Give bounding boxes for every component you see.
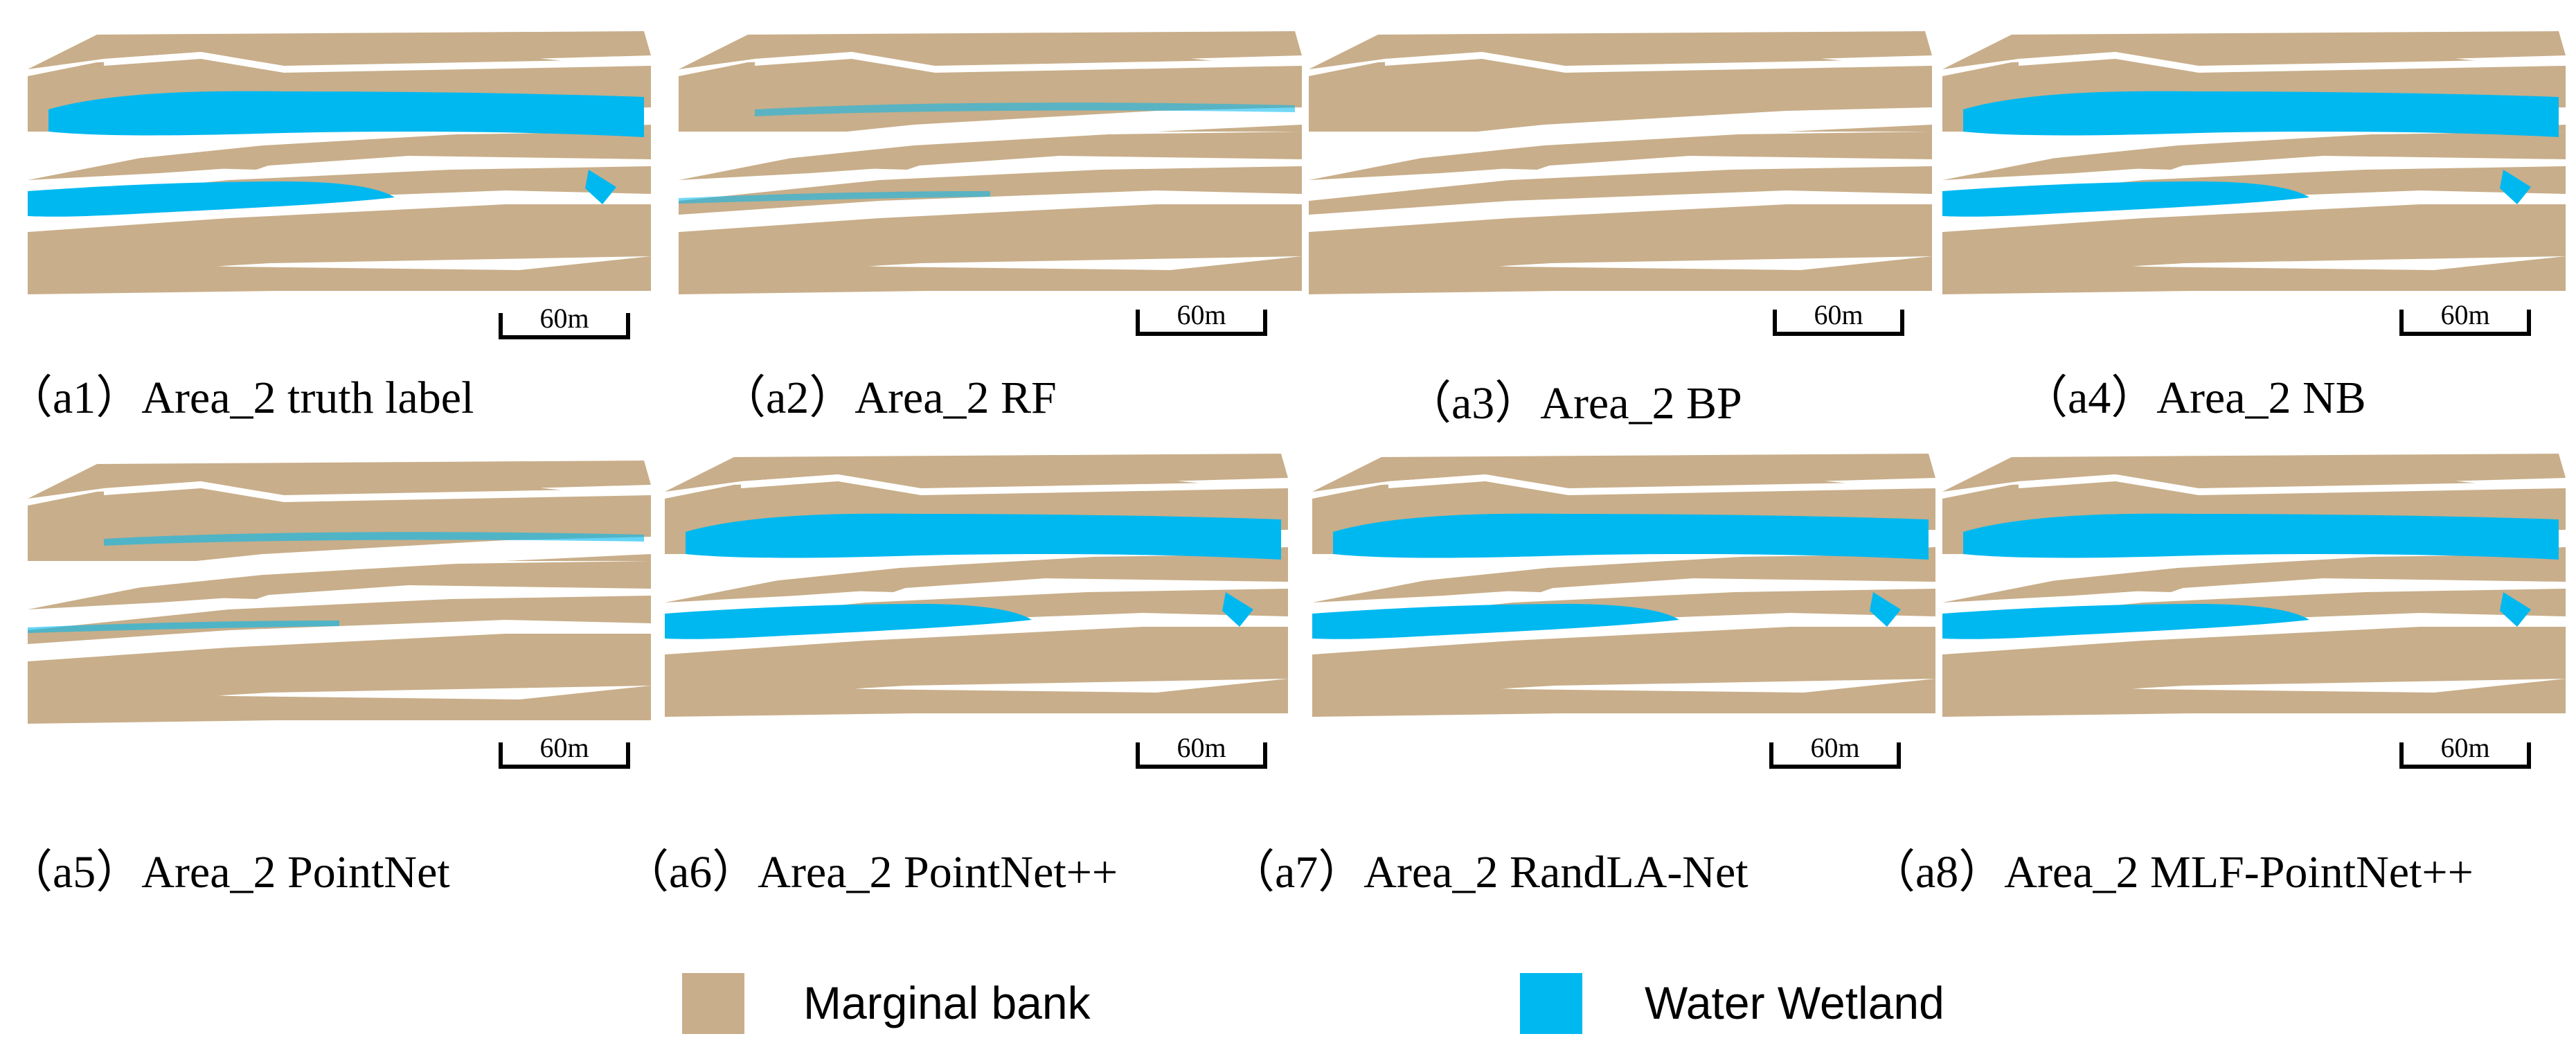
panel-a1: 60m [21,28,658,339]
map-a4 [1942,31,2566,294]
map-a2 [679,31,1302,294]
scale-label: 60m [539,732,589,763]
caption-a3: （a3）Area_2 BP [1406,378,1742,429]
caption-a5: （a5）Area_2 PointNet [7,847,450,898]
panel-a2: 60m [672,28,1309,336]
caption-a1: （a1）Area_2 truth label [7,373,474,423]
caption-a6: （a6）Area_2 PointNet++ [623,847,1118,898]
caption-a4: （a4）Area_2 NB [2022,373,2366,423]
panel-a7: 60m [1305,450,1942,769]
scale-bar: 60m [1769,734,1901,769]
scale-label: 60m [1177,299,1226,330]
map-a5 [28,461,651,724]
panel-a8: 60m [1935,450,2573,769]
scale-bar: 60m [2399,734,2531,769]
caption-a7: （a7）Area_2 RandLA-Net [1229,847,1748,898]
scale-label: 60m [2440,299,2490,330]
scale-bar: 60m [1773,301,1904,336]
scale-bar: 60m [499,734,630,769]
scale-label: 60m [2440,732,2490,763]
scale-bar: 60m [499,305,630,339]
caption-a8: （a8）Area_2 MLF-PointNet++ [1870,847,2474,898]
panel-a3: 60m [1302,28,1939,336]
scale-label: 60m [1814,299,1863,330]
scale-label: 60m [1810,732,1860,763]
scale-bar: 60m [1136,734,1267,769]
legend-label-bank: Marginal bank [803,977,1091,1028]
scale-bar: 60m [1136,301,1267,336]
legend-label-water: Water Wetland [1645,977,1944,1028]
scale-label: 60m [539,303,589,334]
legend-swatch-water [1520,973,1582,1034]
map-a6 [665,454,1288,717]
map-a8 [1942,454,2566,717]
panel-a4: 60m [1935,28,2573,336]
panel-a5: 60m [21,457,658,769]
panel-a6: 60m [658,450,1295,769]
map-a7 [1312,454,1935,717]
scale-bar: 60m [2399,301,2531,336]
scale-label: 60m [1177,732,1226,763]
map-a1 [28,31,651,294]
map-a3 [1309,31,1932,294]
caption-a2: （a2）Area_2 RF [720,373,1057,423]
legend-swatch-bank [682,973,744,1034]
